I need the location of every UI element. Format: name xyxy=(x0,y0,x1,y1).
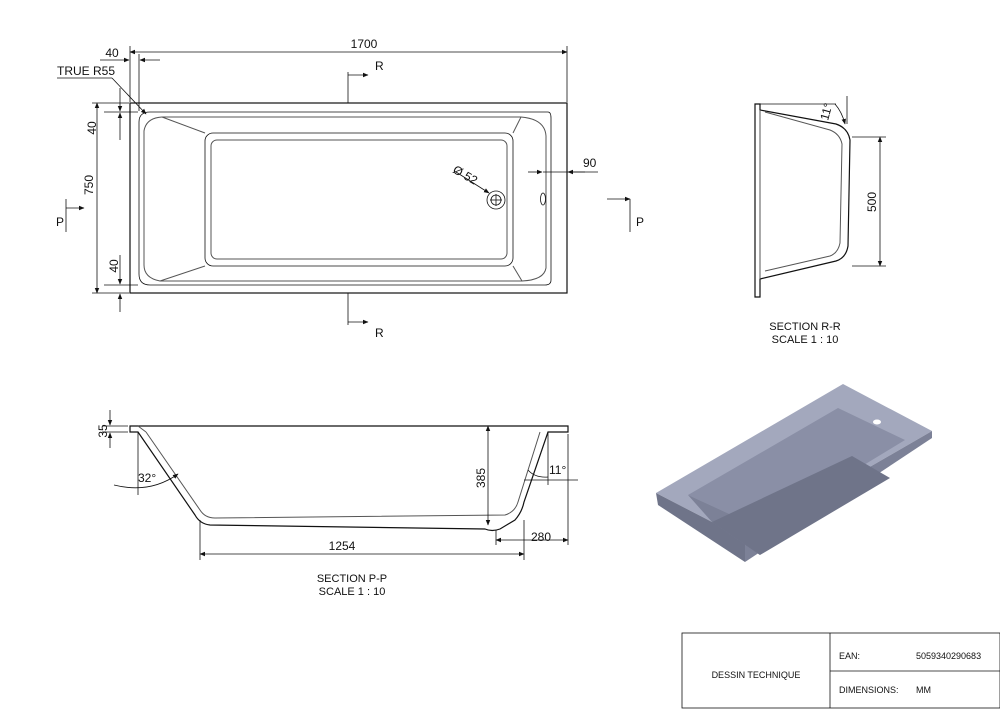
waste-outlet xyxy=(486,190,506,210)
overflow-outlet xyxy=(540,192,546,206)
render-front-face xyxy=(656,493,745,562)
plan-corner-line xyxy=(161,116,206,134)
render-overflow-hole xyxy=(873,419,881,425)
pp-dim-angle-right: 11° xyxy=(549,463,566,477)
pp-dim-angle-left: 32° xyxy=(138,471,156,485)
plan-basin-floor xyxy=(204,132,514,267)
plan-corner-line xyxy=(512,265,523,282)
bathtub-3d-render xyxy=(656,384,932,562)
dimensions-value: MM xyxy=(916,685,931,695)
title-block-frame xyxy=(681,632,1000,709)
section-rr-outline xyxy=(754,103,851,298)
section-marker-r-top: R xyxy=(375,59,384,73)
dim-width: 750 xyxy=(82,175,96,195)
title-block: DESSIN TECHNIQUE EAN: 5059340290683 DIME… xyxy=(681,632,1000,709)
dim-edge-bottom: 40 xyxy=(107,259,121,273)
plan-basin-floor-inner xyxy=(210,139,508,260)
pp-dim-rim: 35 xyxy=(96,424,110,438)
title-block-label: DESSIN TECHNIQUE xyxy=(712,670,801,680)
plan-corner-line xyxy=(159,265,206,282)
plan-outer-rim xyxy=(129,102,568,294)
dim-waste-diameter: Ø 52 xyxy=(451,162,481,187)
section-rr-scale: SCALE 1 : 10 xyxy=(772,334,839,346)
plan-basin-edge xyxy=(143,116,547,282)
pp-dim-depth: 385 xyxy=(474,468,488,488)
ean-label: EAN: xyxy=(839,651,860,661)
pp-dim-base-length: 1254 xyxy=(329,539,356,553)
dim-edge-top: 40 xyxy=(85,121,99,135)
section-pp-scale: SCALE 1 : 10 xyxy=(319,586,386,598)
plan-inner-rim xyxy=(138,111,552,286)
section-pp-title: SECTION P-P xyxy=(317,573,387,585)
section-rr: 11° 500 SECTION R-R SCALE 1 : 10 xyxy=(754,96,886,346)
true-radius-label: TRUE R55 xyxy=(57,64,115,78)
dimensions-label: DIMENSIONS: xyxy=(839,685,899,695)
section-marker-p-left: P xyxy=(56,215,64,229)
rr-dim-depth: 500 xyxy=(865,192,879,212)
render-basin-floor xyxy=(712,456,890,555)
section-marker-r-bottom: R xyxy=(375,326,384,340)
plan-corner-line xyxy=(512,116,522,134)
dim-total-length: 1700 xyxy=(351,37,378,51)
ean-value: 5059340290683 xyxy=(916,651,981,661)
render-basin xyxy=(688,408,905,528)
plan-view: 1700 40 TRUE R55 750 40 40 90 Ø 52 xyxy=(56,37,644,340)
section-pp-outline xyxy=(129,425,569,532)
dim-waste-offset: 90 xyxy=(583,156,597,170)
pp-dim-waste-offset: 280 xyxy=(531,530,551,544)
dim-edge-left: 40 xyxy=(105,46,119,60)
section-pp: 35 32° 385 11° 1254 280 SECTION P-P SCAL… xyxy=(96,410,578,598)
section-rr-title: SECTION R-R xyxy=(769,321,841,333)
section-marker-p-right: P xyxy=(636,215,644,229)
rr-dim-angle: 11° xyxy=(817,101,835,121)
